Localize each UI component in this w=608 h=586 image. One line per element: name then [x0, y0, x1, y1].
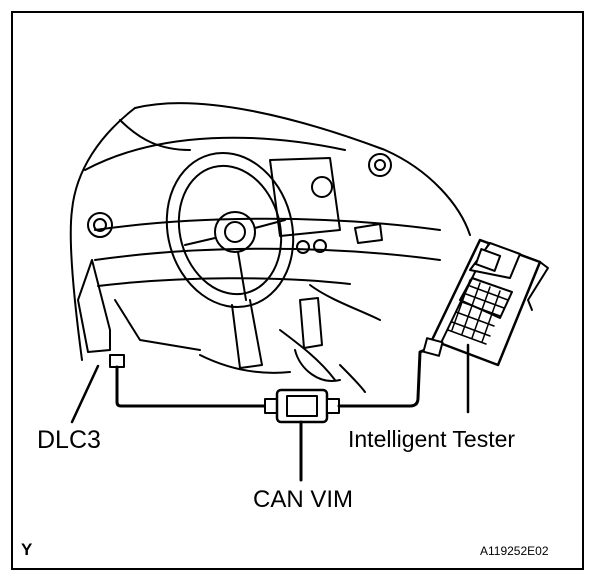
cable-canvim-to-tester	[337, 346, 432, 408]
steering-wheel-drawing	[165, 151, 295, 369]
corner-mark: Y	[21, 540, 33, 559]
dashboard-drawing	[69, 102, 471, 393]
cable-dlc3-to-canvim	[115, 365, 267, 408]
figure-code: A119252E02	[480, 544, 549, 558]
shifter-drawing	[294, 297, 341, 382]
intelligent-tester-label: Intelligent Tester	[348, 426, 516, 452]
intelligent-tester-drawing	[422, 238, 549, 414]
can-vim-label: CAN VIM	[253, 486, 354, 513]
can-vim-module-drawing	[264, 388, 340, 482]
dlc3-connector-drawing	[70, 354, 125, 424]
dlc3-label: DLC3	[37, 426, 101, 454]
